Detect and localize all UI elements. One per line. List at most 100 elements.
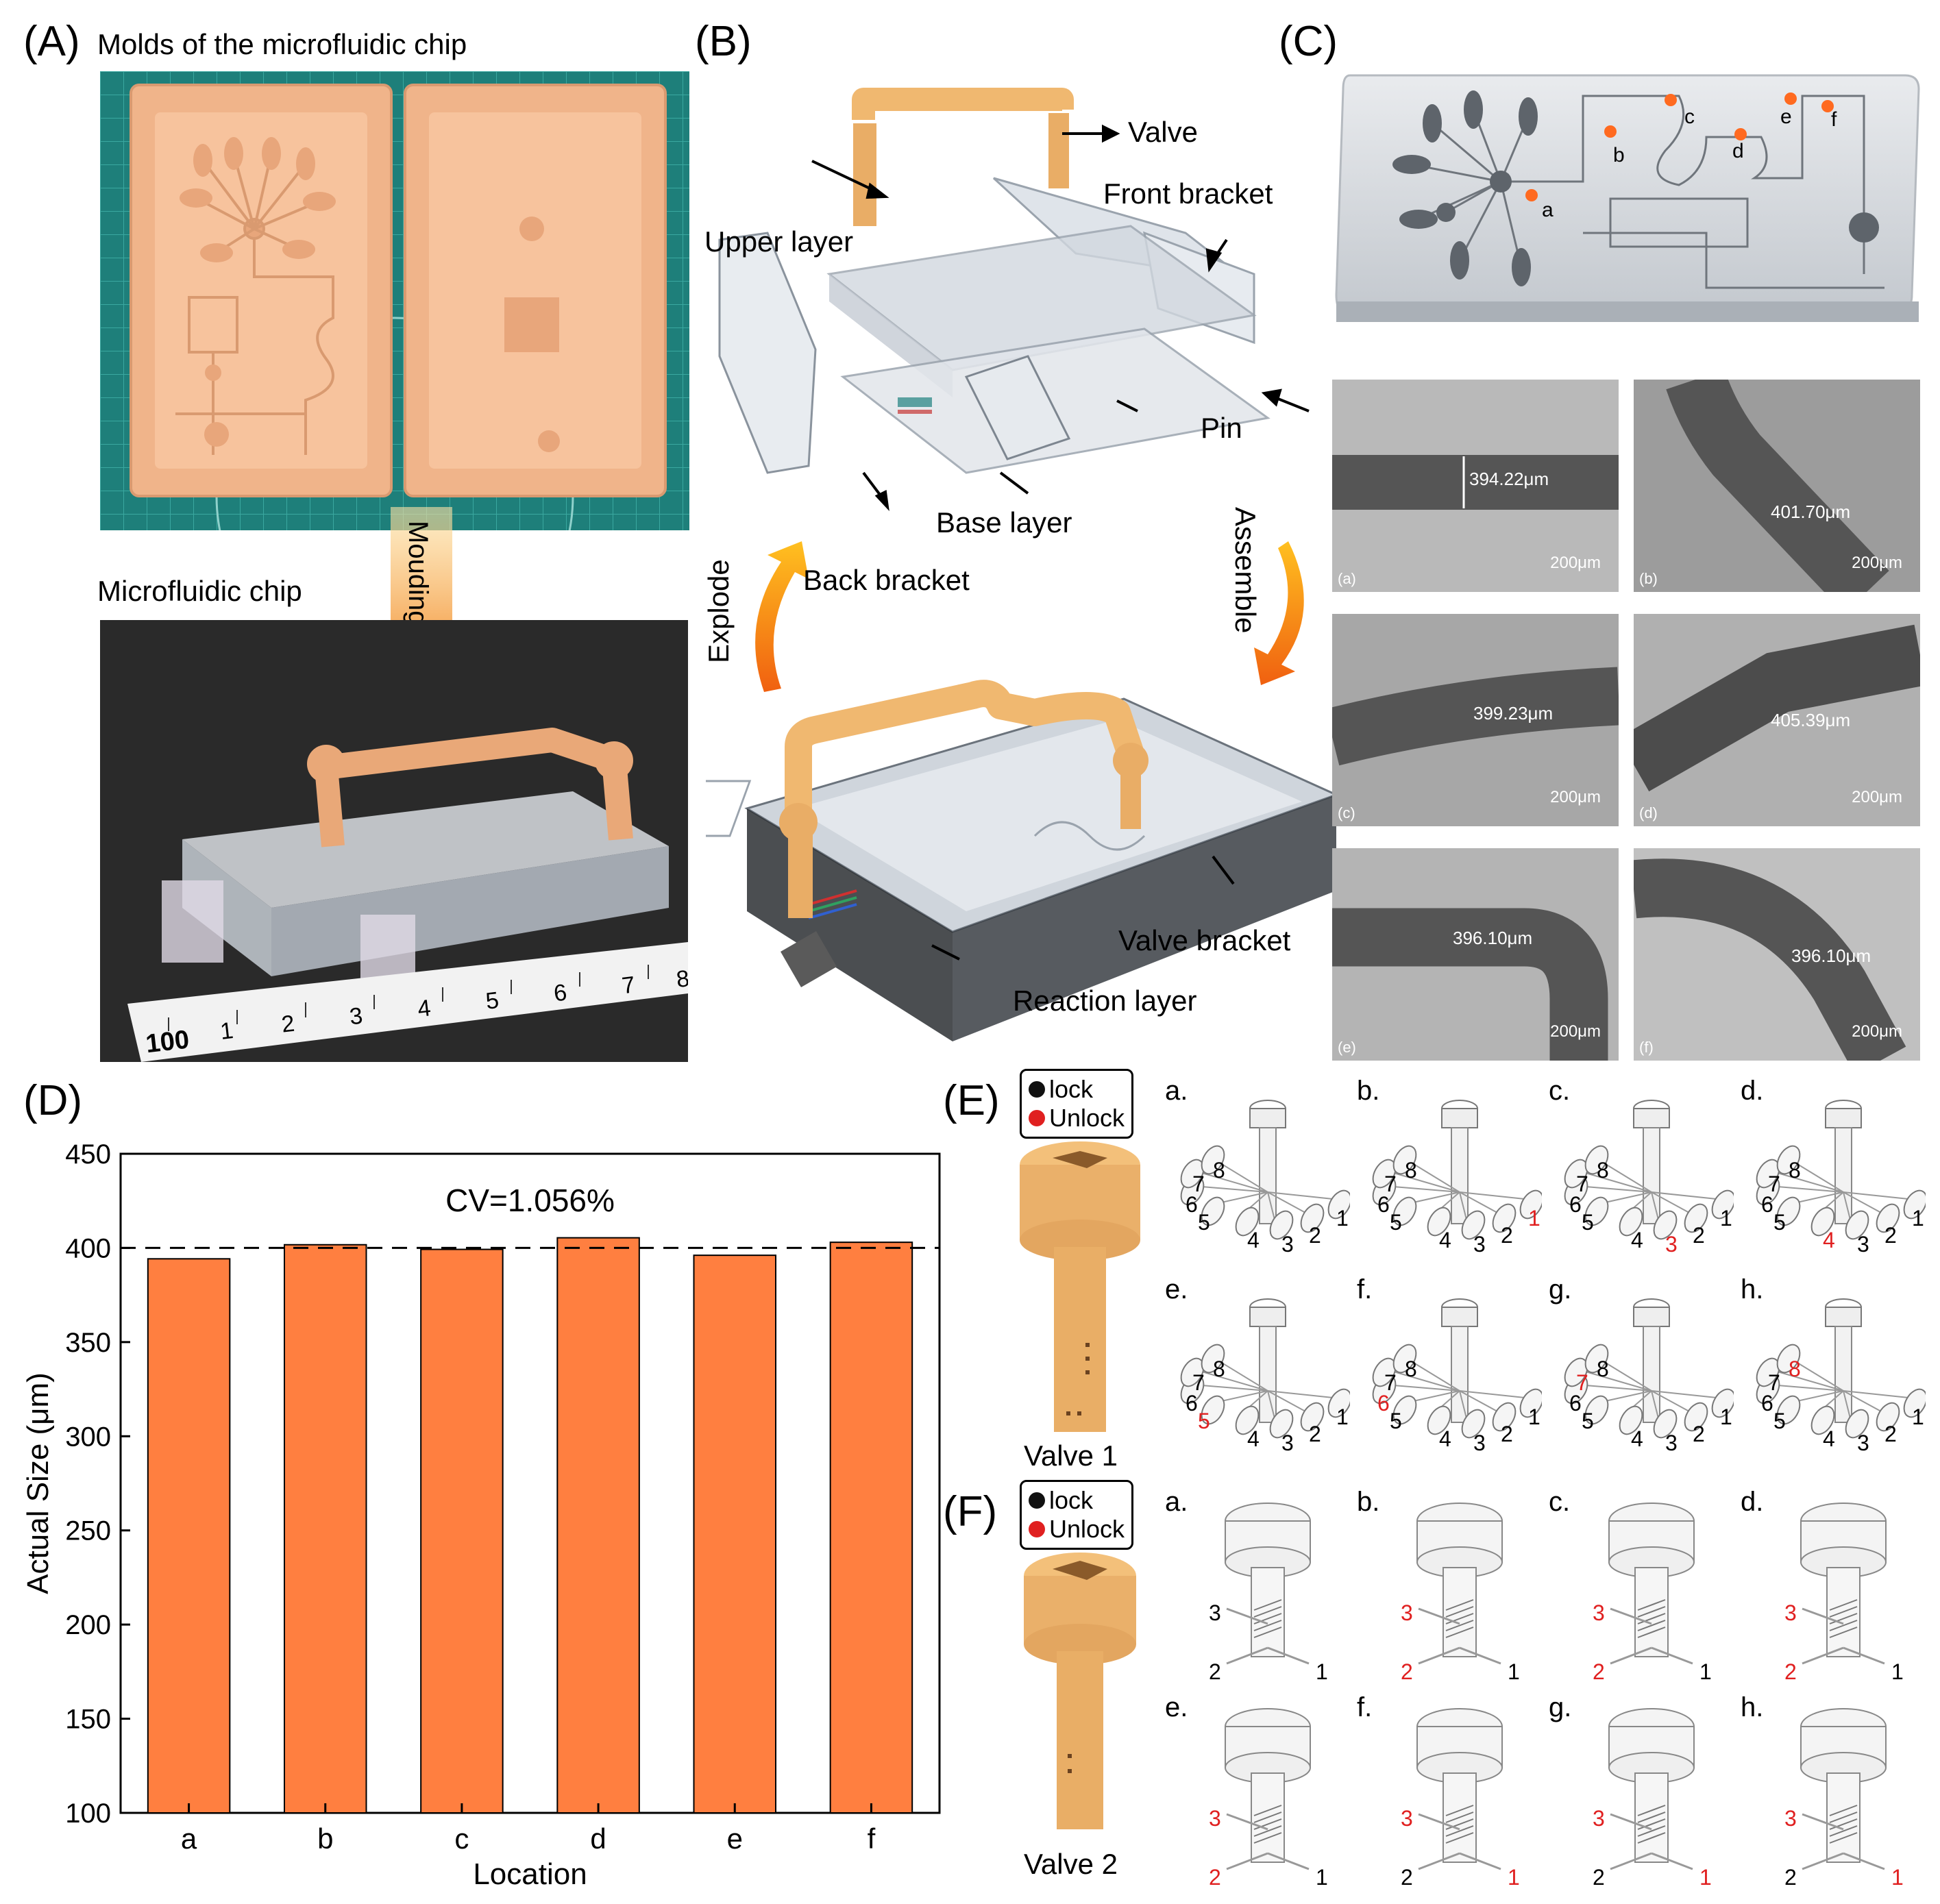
port-number: 2 bbox=[1593, 1659, 1605, 1684]
legend-unlock: Unlock bbox=[1029, 1104, 1125, 1133]
mouding-label: Mouding bbox=[403, 521, 433, 626]
panel-a-title: Molds of the microfluidic chip bbox=[97, 28, 467, 60]
panel-d-label: (D) bbox=[23, 1077, 83, 1124]
port-number: 2 bbox=[1593, 1865, 1605, 1890]
ruler-num: 1 bbox=[219, 1017, 235, 1045]
y-axis-label: Actual Size (μm) bbox=[21, 1372, 55, 1594]
port-number: 3 bbox=[1209, 1600, 1221, 1625]
bar bbox=[147, 1258, 231, 1814]
port-number: 2 bbox=[1693, 1223, 1705, 1248]
port-number: 7 bbox=[1576, 1370, 1588, 1395]
bar bbox=[693, 1254, 776, 1814]
port-number: 7 bbox=[1384, 1370, 1397, 1395]
micrograph-b: 401.70μm 200μm (b) bbox=[1634, 380, 1920, 592]
port-number: 6 bbox=[1186, 1192, 1198, 1217]
valve-2-diagram bbox=[1608, 1708, 1695, 1870]
micrograph-measure: 396.10μm bbox=[1791, 945, 1871, 966]
lock-dot bbox=[1029, 1081, 1045, 1098]
port-number: 1 bbox=[1528, 1405, 1540, 1429]
port-number: 3 bbox=[1281, 1431, 1294, 1455]
port-number: 6 bbox=[1569, 1391, 1582, 1415]
state-label: b. bbox=[1357, 1487, 1380, 1517]
port-number: 5 bbox=[1582, 1409, 1594, 1433]
port-number: 2 bbox=[1401, 1865, 1413, 1890]
micrograph-tag: (e) bbox=[1338, 1039, 1356, 1056]
port-number: 2 bbox=[1209, 1865, 1221, 1890]
panel-e-label: (E) bbox=[943, 1077, 1000, 1124]
scale-bar: 200μm bbox=[1852, 554, 1902, 572]
x-axis-label: Location bbox=[473, 1857, 587, 1891]
port-number: 2 bbox=[1884, 1223, 1897, 1248]
port-number: 2 bbox=[1309, 1223, 1321, 1248]
legend-lock: lock bbox=[1029, 1486, 1125, 1515]
ruler-num: 3 bbox=[348, 1002, 365, 1030]
valve-2-diagram bbox=[1416, 1708, 1503, 1870]
port-number: 1 bbox=[1699, 1659, 1712, 1684]
port-number: 4 bbox=[1631, 1228, 1643, 1252]
port-number: 8 bbox=[1213, 1158, 1225, 1183]
x-tick-label: d bbox=[590, 1822, 606, 1855]
x-tick-label: e bbox=[727, 1822, 743, 1855]
x-tick-label: c bbox=[454, 1822, 469, 1855]
y-tick-label: 350 bbox=[65, 1328, 111, 1358]
port-number: 1 bbox=[1912, 1405, 1924, 1429]
micrograph-e: 396.10μm 200μm (e) bbox=[1332, 848, 1619, 1061]
callout-valve: Valve bbox=[1128, 116, 1198, 148]
micrograph-tag: (b) bbox=[1639, 570, 1658, 587]
channel-bend bbox=[1634, 380, 1920, 592]
valve-2-diagram bbox=[1416, 1503, 1503, 1665]
unlock-dot bbox=[1029, 1521, 1045, 1537]
port-number: 1 bbox=[1528, 1206, 1540, 1231]
y-tick-label: 100 bbox=[65, 1798, 111, 1829]
lock-dot bbox=[1029, 1492, 1045, 1509]
port-number: 4 bbox=[1439, 1228, 1451, 1252]
callout-assemble: Assemble bbox=[1229, 507, 1262, 634]
chip-point-a: a bbox=[1542, 199, 1554, 221]
channel-elbow bbox=[1332, 848, 1619, 1061]
port-number: 3 bbox=[1665, 1232, 1678, 1257]
mold-illustration bbox=[100, 71, 689, 530]
valve-2-diagram bbox=[1800, 1708, 1887, 1870]
port-number: 6 bbox=[1377, 1391, 1390, 1415]
valve-2-diagram bbox=[1225, 1503, 1311, 1665]
port-number: 7 bbox=[1576, 1172, 1588, 1196]
micrograph-c: 399.23μm 200μm (c) bbox=[1332, 614, 1619, 826]
port-number: 1 bbox=[1891, 1865, 1904, 1890]
port-number: 5 bbox=[1198, 1409, 1210, 1433]
port-number: 2 bbox=[1209, 1659, 1221, 1684]
port-number: 7 bbox=[1768, 1370, 1780, 1395]
port-number: 4 bbox=[1247, 1426, 1260, 1451]
y-tick-label: 150 bbox=[65, 1705, 111, 1735]
port-number: 8 bbox=[1597, 1158, 1609, 1183]
valve-1-render bbox=[1020, 1141, 1140, 1432]
port-number: 2 bbox=[1501, 1422, 1513, 1446]
valve-2-diagram bbox=[1608, 1503, 1695, 1665]
port-number: 1 bbox=[1699, 1865, 1712, 1890]
state-label: c. bbox=[1549, 1076, 1571, 1106]
micrograph-measure: 405.39μm bbox=[1771, 710, 1851, 730]
micrograph-d: 405.39μm 200μm (d) bbox=[1634, 614, 1920, 826]
valve-1-diagram bbox=[1564, 1298, 1734, 1439]
port-number: 5 bbox=[1773, 1409, 1786, 1433]
chip-label: Microfluidic chip bbox=[97, 575, 302, 607]
port-number: 3 bbox=[1784, 1806, 1797, 1831]
ruler-num: 2 bbox=[280, 1010, 296, 1038]
legend-unlock-text: Unlock bbox=[1049, 1104, 1125, 1132]
state-label: g. bbox=[1549, 1692, 1572, 1722]
legend-f: lock Unlock bbox=[1020, 1480, 1134, 1550]
port-number: 5 bbox=[1198, 1210, 1210, 1235]
scale-bar: 200μm bbox=[1550, 554, 1601, 572]
panel-f-label: (F) bbox=[943, 1488, 998, 1535]
state-label: b. bbox=[1357, 1076, 1380, 1106]
scale-bar: 200μm bbox=[1550, 788, 1601, 806]
port-number: 1 bbox=[1316, 1865, 1328, 1890]
port-number: 2 bbox=[1693, 1422, 1705, 1446]
state-label: f. bbox=[1357, 1274, 1373, 1305]
